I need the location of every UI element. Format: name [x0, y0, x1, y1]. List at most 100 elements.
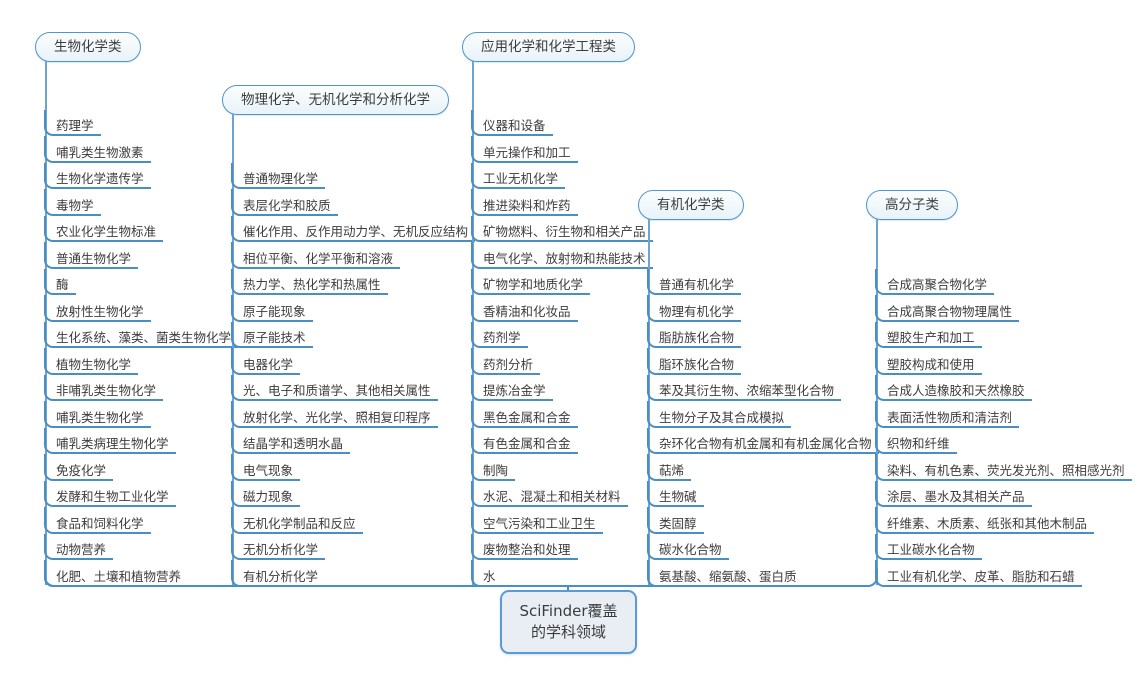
- topic-item[interactable]: 类固醇: [647, 507, 704, 534]
- topic-item[interactable]: 原子能技术: [231, 321, 313, 348]
- topic-item-label: 生物碱: [659, 489, 697, 504]
- topic-item[interactable]: 脂环族化合物: [647, 348, 742, 375]
- topic-item-label: 热力学、热化学和热属性: [243, 277, 381, 292]
- topic-item[interactable]: 哺乳类病理生物化学: [44, 427, 176, 454]
- topic-item[interactable]: 生物碱: [647, 480, 704, 507]
- topic-item[interactable]: 表层化学和胶质: [231, 189, 338, 216]
- topic-item[interactable]: 放射性生物化学: [44, 295, 151, 322]
- topic-item[interactable]: 动物营养: [44, 533, 114, 560]
- topic-item[interactable]: 香精油和化妆品: [471, 295, 578, 322]
- topic-item[interactable]: 苯及其衍生物、浓缩苯型化合物: [647, 374, 842, 401]
- topic-item[interactable]: 推进染料和炸药: [471, 189, 578, 216]
- root-topic-node[interactable]: SciFinder覆盖 的学科领域: [500, 590, 637, 654]
- topic-item[interactable]: 生物化学遗传学: [44, 162, 151, 189]
- topic-item[interactable]: 矿物学和地质化学: [471, 268, 591, 295]
- topic-item[interactable]: 有色金属和合金: [471, 427, 578, 454]
- topic-item[interactable]: 纤维素、木质素、纸张和其他木制品: [875, 507, 1095, 534]
- topic-item[interactable]: 塑胶生产和加工: [875, 321, 982, 348]
- topic-item[interactable]: 矿物燃料、衍生物和相关产品: [471, 215, 653, 242]
- topic-item-label: 无机化学制品和反应: [243, 515, 356, 531]
- topic-item-label: 脂环族化合物: [659, 356, 735, 372]
- topic-item[interactable]: 废物整治和处理: [471, 533, 578, 560]
- topic-item[interactable]: 热力学、热化学和热属性: [231, 268, 388, 295]
- topic-item[interactable]: 生物分子及其合成模拟: [647, 401, 792, 428]
- topic-item-label: 食品和饲料化学: [56, 515, 144, 531]
- topic-item[interactable]: 非哺乳类生物化学: [44, 374, 164, 401]
- topic-item-label: 催化作用、反作用动力学、无机反应结构: [243, 224, 469, 239]
- topic-item-label: 制陶: [483, 462, 509, 478]
- topic-item[interactable]: 毒物学: [44, 189, 101, 216]
- topic-item[interactable]: 萜烯: [647, 454, 692, 481]
- topic-item[interactable]: 单元操作和加工: [471, 136, 578, 163]
- topic-item[interactable]: 合成高聚合物化学: [875, 268, 995, 295]
- topic-item[interactable]: 空气污染和工业卫生: [471, 507, 603, 534]
- topic-item[interactable]: 物理有机化学: [647, 295, 742, 322]
- topic-item[interactable]: 原子能现象: [231, 295, 313, 322]
- topic-item[interactable]: 合成高聚合物物理属性: [875, 295, 1020, 322]
- topic-item[interactable]: 生化系统、藻类、菌类生物化学: [44, 321, 239, 348]
- topic-item[interactable]: 相位平衡、化学平衡和溶液: [231, 242, 401, 269]
- topic-item[interactable]: 染料、有机色素、荧光发光剂、照相感光剂: [875, 454, 1132, 481]
- topic-item[interactable]: 哺乳类生物化学: [44, 401, 151, 428]
- topic-item[interactable]: 仪器和设备: [471, 109, 553, 136]
- topic-item[interactable]: 工业有机化学、皮革、脂肪和石蜡: [875, 560, 1082, 587]
- topic-item-label: 哺乳类病理生物化学: [56, 436, 169, 451]
- topic-item-label: 电气现象: [243, 462, 294, 478]
- branch-title-organic-chemistry[interactable]: 有机化学类: [638, 190, 744, 220]
- topic-item[interactable]: 食品和饲料化学: [44, 507, 151, 534]
- branch-title-physical-inorganic-analytical[interactable]: 物理化学、无机化学和分析化学: [222, 85, 449, 115]
- branch-title-polymers[interactable]: 高分子类: [866, 190, 958, 220]
- topic-item[interactable]: 黑色金属和合金: [471, 401, 578, 428]
- topic-item[interactable]: 涂层、墨水及其相关产品: [875, 480, 1032, 507]
- topic-item[interactable]: 农业化学生物标准: [44, 215, 164, 242]
- topic-item[interactable]: 提炼冶金学: [471, 374, 553, 401]
- topic-item[interactable]: 无机化学制品和反应: [231, 507, 363, 534]
- topic-item[interactable]: 发酵和生物工业化学: [44, 480, 176, 507]
- topic-item[interactable]: 普通物理化学: [231, 162, 326, 189]
- topic-item[interactable]: 工业无机化学: [471, 162, 566, 189]
- topic-item[interactable]: 制陶: [471, 454, 516, 481]
- branch-items-applied-chemistry-engineering: 仪器和设备单元操作和加工工业无机化学推进染料和炸药矿物燃料、衍生物和相关产品电气…: [471, 109, 653, 587]
- topic-item[interactable]: 催化作用、反作用动力学、无机反应结构: [231, 215, 476, 242]
- topic-item[interactable]: 哺乳类生物激素: [44, 136, 151, 163]
- topic-item[interactable]: 放射化学、光化学、照相复印程序: [231, 401, 438, 428]
- topic-item-label: 工业碳水化合物: [887, 542, 975, 557]
- topic-item[interactable]: 织物和纤维: [875, 427, 957, 454]
- topic-item-label: 碳水化合物: [659, 542, 722, 557]
- topic-item-label: 无机分析化学: [243, 542, 319, 557]
- topic-item[interactable]: 无机分析化学: [231, 533, 326, 560]
- topic-item[interactable]: 杂环化合物有机金属和有机金属化合物: [647, 427, 879, 454]
- topic-item[interactable]: 光、电子和质谱学、其他相关属性: [231, 374, 438, 401]
- topic-item-label: 塑胶构成和使用: [887, 356, 975, 372]
- topic-item[interactable]: 工业碳水化合物: [875, 533, 982, 560]
- topic-item[interactable]: 表面活性物质和清洁剂: [875, 401, 1020, 428]
- topic-item[interactable]: 免疫化学: [44, 454, 114, 481]
- topic-item-label: 物理有机化学: [659, 303, 735, 319]
- topic-item[interactable]: 药剂分析: [471, 348, 541, 375]
- branch-title-biochemistry[interactable]: 生物化学类: [35, 32, 141, 62]
- topic-item[interactable]: 酶: [44, 268, 76, 295]
- topic-item-label: 萜烯: [659, 462, 685, 478]
- topic-item[interactable]: 普通生物化学: [44, 242, 139, 269]
- topic-item[interactable]: 电器化学: [231, 348, 301, 375]
- topic-item[interactable]: 结晶学和透明水晶: [231, 427, 351, 454]
- branch-items-biochemistry: 药理学哺乳类生物激素生物化学遗传学毒物学农业化学生物标准普通生物化学酶放射性生物…: [44, 109, 239, 587]
- topic-item[interactable]: 碳水化合物: [647, 533, 729, 560]
- topic-item[interactable]: 普通有机化学: [647, 268, 742, 295]
- branch-title-applied-chemistry-engineering[interactable]: 应用化学和化学工程类: [462, 32, 635, 62]
- topic-item[interactable]: 电气化学、放射物和热能技术: [471, 242, 653, 269]
- topic-item[interactable]: 电气现象: [231, 454, 301, 481]
- topic-item[interactable]: 药剂学: [471, 321, 528, 348]
- topic-item-label: 普通物理化学: [243, 171, 319, 186]
- topic-item-label: 工业无机化学: [483, 171, 559, 186]
- topic-item[interactable]: 脂肪族化合物: [647, 321, 742, 348]
- topic-item[interactable]: 水泥、混凝土和相关材料: [471, 480, 628, 507]
- topic-item[interactable]: 植物生物化学: [44, 348, 139, 375]
- topic-item[interactable]: 药理学: [44, 109, 101, 136]
- topic-item-label: 有机分析化学: [243, 568, 319, 584]
- topic-item-label: 药剂分析: [483, 356, 534, 372]
- topic-item[interactable]: 磁力现象: [231, 480, 301, 507]
- topic-item[interactable]: 塑胶构成和使用: [875, 348, 982, 375]
- topic-item[interactable]: 合成人造橡胶和天然橡胶: [875, 374, 1032, 401]
